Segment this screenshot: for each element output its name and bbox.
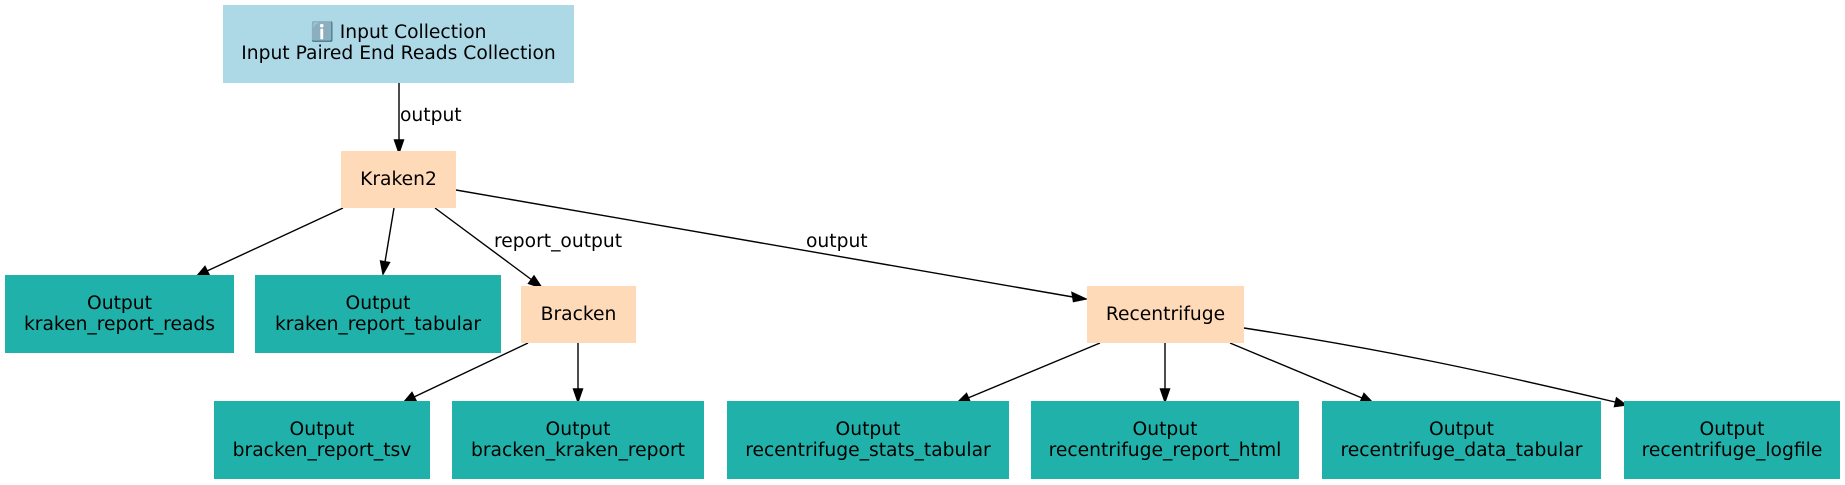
node-recentrifuge-label: Recentrifuge [1106,304,1225,325]
node-output-recentrifuge-stats-tabular-box [727,401,1009,479]
node-output-recentrifuge-logfile-box [1624,401,1840,479]
node-kraken2-label: Kraken2 [360,169,437,190]
node-input-title: Input Collection [340,22,487,43]
node-output-recentrifuge-data-tabular-box [1322,401,1601,479]
node-output-kraken-report-reads-name: kraken_report_reads [24,314,215,335]
nodes: ℹ️ Input Collection Input Paired End Rea… [5,5,1840,479]
node-output-recentrifuge-logfile-name: recentrifuge_logfile [1642,440,1823,461]
node-output-bracken-report-tsv[interactable]: Output bracken_report_tsv [214,401,430,479]
node-bracken-box [521,286,636,343]
node-output-recentrifuge-stats-tabular[interactable]: Output recentrifuge_stats_tabular [727,401,1009,479]
node-recentrifuge[interactable]: Recentrifuge [1087,286,1244,343]
node-output-kraken-report-reads[interactable]: Output kraken_report_reads [5,275,234,353]
edge-label-input-output: output [400,105,462,126]
node-output-kraken-report-tabular-box [255,275,501,353]
node-output-recentrifuge-stats-tabular-title: Output [836,419,901,440]
edge-kraken2-to-recentrifuge: output [455,189,1089,303]
node-bracken-label: Bracken [541,304,617,325]
edge-recentrifuge-to-out-data-tabular [1229,342,1374,403]
node-input-collection-box [223,5,574,83]
node-output-recentrifuge-report-html-name: recentrifuge_report_html [1049,440,1282,461]
node-kraken2[interactable]: Kraken2 [341,151,456,208]
node-output-recentrifuge-data-tabular-title: Output [1429,419,1494,440]
node-output-bracken-kraken-report-name: bracken_kraken_report [471,440,685,461]
node-output-recentrifuge-report-html-box [1031,401,1299,479]
edges: output report_output output [195,83,1628,408]
node-output-kraken-report-tabular-title: Output [346,293,411,314]
edge-label-report-output: report_output [494,231,622,252]
node-output-bracken-kraken-report-title: Output [546,419,611,440]
node-output-recentrifuge-data-tabular-name: recentrifuge_data_tabular [1341,440,1583,461]
node-output-recentrifuge-stats-tabular-name: recentrifuge_stats_tabular [745,440,991,461]
node-output-recentrifuge-data-tabular[interactable]: Output recentrifuge_data_tabular [1322,401,1601,479]
node-output-recentrifuge-logfile-title: Output [1700,419,1765,440]
node-output-kraken-report-tabular[interactable]: Output kraken_report_tabular [255,275,501,353]
edge-kraken2-to-out-kraken-report-tabular [379,207,395,277]
edge-bracken-to-out-bracken-kraken-report [572,343,584,405]
edge-recentrifuge-to-out-report-html [1159,343,1171,405]
edge-label-output: output [806,231,868,252]
node-output-recentrifuge-logfile[interactable]: Output recentrifuge_logfile [1624,401,1840,479]
edge-recentrifuge-to-out-logfile [1243,327,1628,408]
node-output-kraken-report-tabular-name: kraken_report_tabular [275,314,481,335]
node-output-bracken-kraken-report-box [452,401,704,479]
node-output-bracken-report-tsv-box [214,401,430,479]
edge-kraken2-to-out-kraken-report-reads [195,207,344,277]
node-output-recentrifuge-report-html[interactable]: Output recentrifuge_report_html [1031,401,1299,479]
node-output-bracken-report-tsv-title: Output [290,419,355,440]
node-output-bracken-report-tsv-name: bracken_report_tsv [233,440,412,461]
node-output-recentrifuge-report-html-title: Output [1133,419,1198,440]
node-input-collection[interactable]: ℹ️ Input Collection Input Paired End Rea… [223,5,574,83]
node-output-bracken-kraken-report[interactable]: Output bracken_kraken_report [452,401,704,479]
edge-kraken2-to-bracken: report_output [434,207,622,290]
svg-text:ℹ️ Input Collection: ℹ️ Input Collection [311,21,487,43]
info-icon: ℹ️ [311,21,334,43]
node-output-kraken-report-reads-box [5,275,234,353]
node-input-subtitle: Input Paired End Reads Collection [241,43,556,64]
node-recentrifuge-box [1087,286,1244,343]
node-bracken[interactable]: Bracken [521,286,636,343]
edge-input-to-kraken2: output [393,83,462,156]
node-kraken2-box [341,151,456,208]
edge-recentrifuge-to-out-stats-tabular [956,342,1101,403]
node-output-kraken-report-reads-title: Output [87,293,152,314]
